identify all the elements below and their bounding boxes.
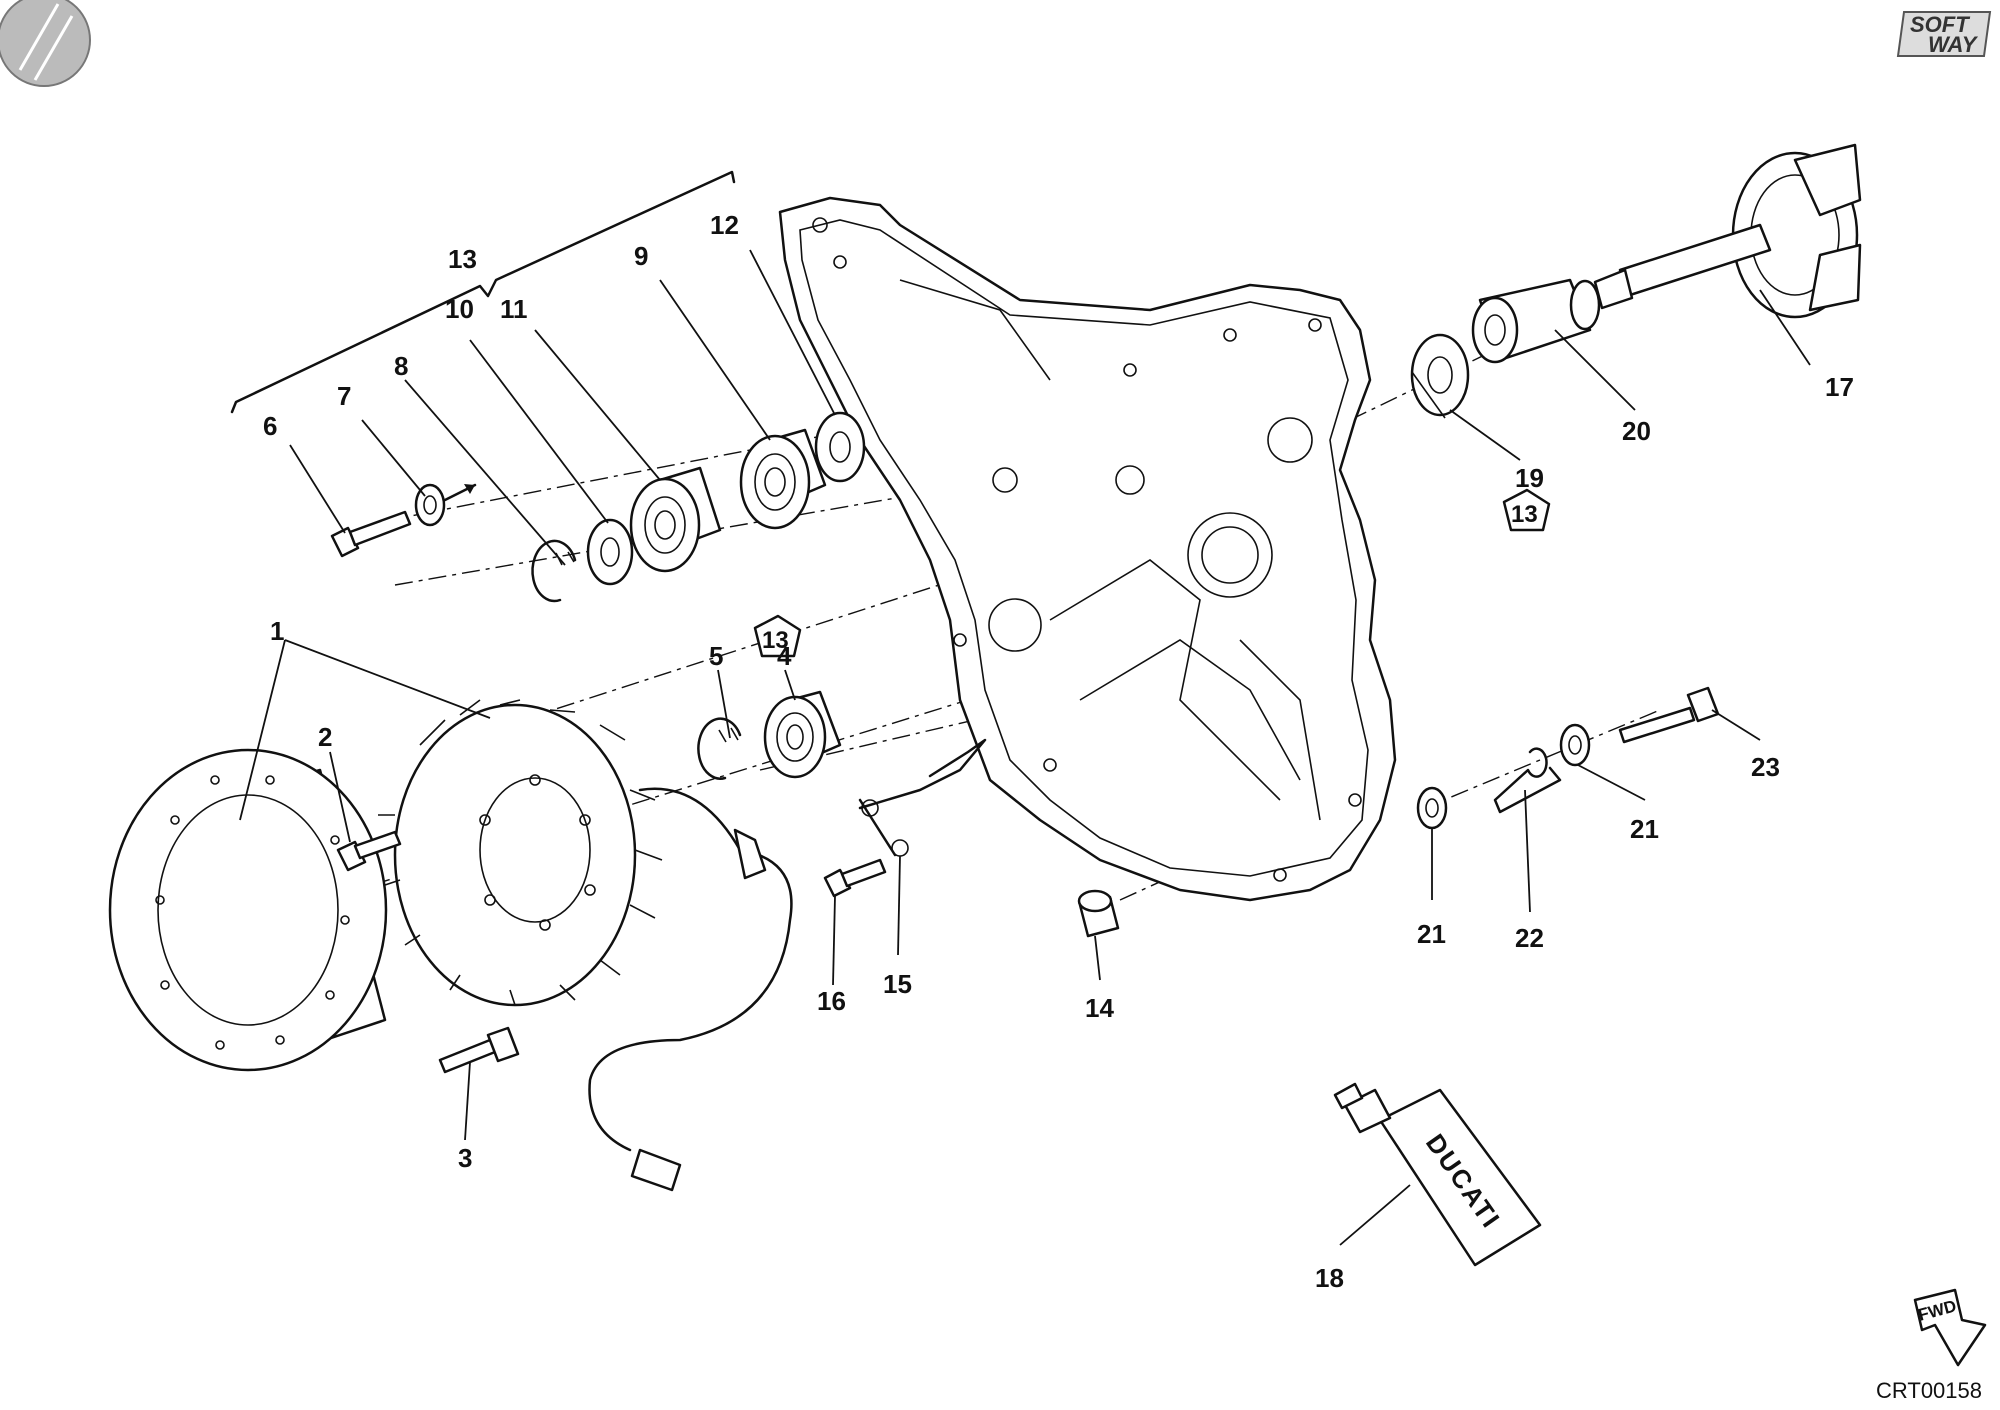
callout-21a: 21 <box>1417 919 1446 949</box>
callout-6: 6 <box>263 411 277 441</box>
callout-15: 15 <box>883 969 912 999</box>
callouts: 1 2 3 4 5 6 7 8 9 10 11 12 13 14 15 16 1… <box>263 210 1854 1293</box>
water-pump-impeller <box>1593 143 1862 319</box>
circlip-8 <box>531 539 577 603</box>
screw-23 <box>1618 686 1720 744</box>
seal-ring <box>1410 333 1470 419</box>
drawing-code: CRT00158 <box>1876 1378 1982 1403</box>
rotor-1 <box>108 748 388 1072</box>
kit-tag-right-text: 13 <box>1511 501 1538 528</box>
screw-3 <box>438 1026 520 1074</box>
callout-19: 19 <box>1515 463 1544 493</box>
callout-8: 8 <box>394 351 408 381</box>
forward-arrow-icon: FWD <box>1913 1288 1987 1367</box>
spring-clip-22 <box>1493 747 1562 814</box>
callout-22: 22 <box>1515 923 1544 953</box>
callout-14: 14 <box>1085 993 1114 1023</box>
callout-16: 16 <box>817 986 846 1016</box>
screw-16 <box>823 858 887 898</box>
callout-4: 4 <box>777 641 792 671</box>
sealant-tube-18: DUCATI <box>1333 1082 1542 1267</box>
crankcase-cover <box>778 196 1397 902</box>
softway-logo: SOFT WAY <box>1896 11 1992 57</box>
bearing-4 <box>763 690 842 779</box>
kit-tag-right: 13 <box>1502 488 1551 532</box>
callout-18: 18 <box>1315 1263 1344 1293</box>
shim-12 <box>814 411 866 483</box>
callout-10: 10 <box>445 294 474 324</box>
callout-3: 3 <box>458 1143 472 1173</box>
leader-lines <box>239 249 1811 1246</box>
wiring-harness <box>588 787 793 1192</box>
logo-line2: WAY <box>1928 32 1979 57</box>
dowel-14 <box>1077 889 1120 938</box>
callout-21b: 21 <box>1630 814 1659 844</box>
bearing-11 <box>629 466 722 573</box>
callout-9: 9 <box>634 241 648 271</box>
callout-5: 5 <box>709 641 723 671</box>
mechanical-seal <box>1471 278 1601 364</box>
kit-tag-left: 13 <box>753 614 802 658</box>
corner-mark-icon <box>0 0 91 87</box>
washer-21-right <box>1559 723 1591 767</box>
callout-1: 1 <box>270 616 284 646</box>
callout-7: 7 <box>337 381 351 411</box>
cable-clamp-15 <box>858 738 987 857</box>
callout-17: 17 <box>1825 372 1854 402</box>
screw-2 <box>336 830 402 872</box>
callout-2: 2 <box>318 722 332 752</box>
bearing-9 <box>739 428 827 530</box>
callout-12: 12 <box>710 210 739 240</box>
screw-6 <box>330 510 412 558</box>
logo-line1: SOFT <box>1910 12 1970 37</box>
kit-tag-left-text: 13 <box>762 627 789 654</box>
callout-23: 23 <box>1751 752 1780 782</box>
callout-13: 13 <box>448 244 477 274</box>
circlip-5 <box>697 717 742 780</box>
washer-10 <box>586 518 634 586</box>
kit-bracket <box>230 170 736 414</box>
washer-21-left <box>1416 786 1448 830</box>
stator-1 <box>378 699 663 1007</box>
callout-20: 20 <box>1622 416 1651 446</box>
washer-7 <box>414 483 477 527</box>
callout-11: 11 <box>500 294 528 324</box>
